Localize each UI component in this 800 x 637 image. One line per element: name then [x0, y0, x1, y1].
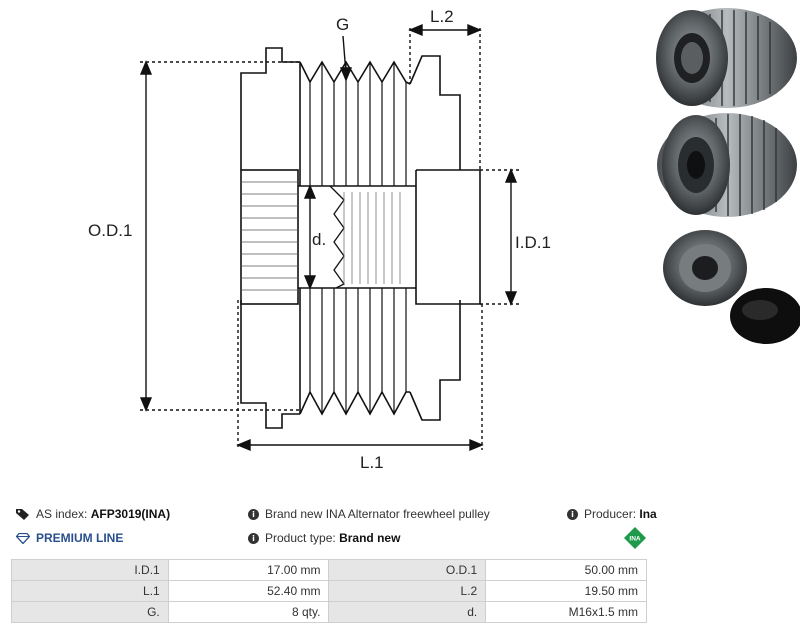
product-type-row: i Product type: Brand new [248, 531, 400, 545]
ina-logo: INA [624, 527, 646, 549]
spec-value: 8 qty. [167, 601, 330, 623]
spline-hatch [241, 181, 298, 291]
label-g: G [336, 15, 349, 34]
table-row: I.D.1 17.00 mm O.D.1 50.00 mm [11, 559, 647, 581]
spec-label: L.2 [328, 580, 487, 602]
info-icon: i [567, 508, 578, 520]
thread-profile [329, 185, 345, 289]
label-d: d. [312, 230, 326, 249]
pulley-outline [240, 47, 481, 429]
label-l2: L.2 [430, 7, 454, 26]
spec-label: G. [11, 601, 169, 623]
dimension-arrows [139, 23, 518, 452]
product-photo-3 [663, 230, 800, 344]
as-index-value: AFP3019(INA) [90, 507, 171, 521]
extension-lines [140, 28, 520, 450]
spec-label: L.1 [11, 580, 169, 602]
pulley-diagram: G L.2 O.D.1 d. I.D.1 L.1 [88, 7, 800, 472]
producer-value: Ina [639, 507, 657, 521]
description: Brand new INA Alternator freewheel pulle… [265, 507, 490, 521]
spec-label: O.D.1 [328, 559, 487, 581]
product-photo-1 [656, 8, 797, 108]
producer-row: i Producer: Ina [567, 507, 657, 521]
spec-value: 19.50 mm [485, 580, 647, 602]
product-type-label: Product type: [265, 531, 336, 545]
spec-label: I.D.1 [11, 559, 169, 581]
info-icon: i [248, 508, 259, 520]
as-index-label: AS index: [36, 507, 88, 521]
spec-value: 52.40 mm [167, 580, 330, 602]
label-od1: O.D.1 [88, 221, 132, 240]
premium-line-row: PREMIUM LINE [16, 531, 123, 545]
spec-value: 17.00 mm [167, 559, 330, 581]
info-icon: i [248, 532, 259, 544]
spec-label: d. [328, 601, 487, 623]
svg-text:INA: INA [629, 536, 641, 543]
description-row: i Brand new INA Alternator freewheel pul… [248, 507, 490, 521]
producer-label: Producer: [584, 507, 637, 521]
product-photo-2 [657, 113, 797, 217]
diamond-icon [16, 532, 30, 544]
specs-table: I.D.1 17.00 mm O.D.1 50.00 mm L.1 52.40 … [11, 559, 647, 623]
table-row: L.1 52.40 mm L.2 19.50 mm [11, 580, 647, 602]
as-index-row: AS index: AFP3019(INA) [16, 507, 170, 521]
product-type-value: Brand new [339, 531, 401, 545]
label-l1: L.1 [360, 453, 384, 472]
premium-line-badge: PREMIUM LINE [36, 531, 124, 545]
spec-value: M16x1.5 mm [485, 601, 647, 623]
spec-value: 50.00 mm [485, 559, 647, 581]
tag-icon [16, 508, 30, 520]
table-row: G. 8 qty. d. M16x1.5 mm [11, 601, 647, 623]
label-id1: I.D.1 [515, 233, 551, 252]
